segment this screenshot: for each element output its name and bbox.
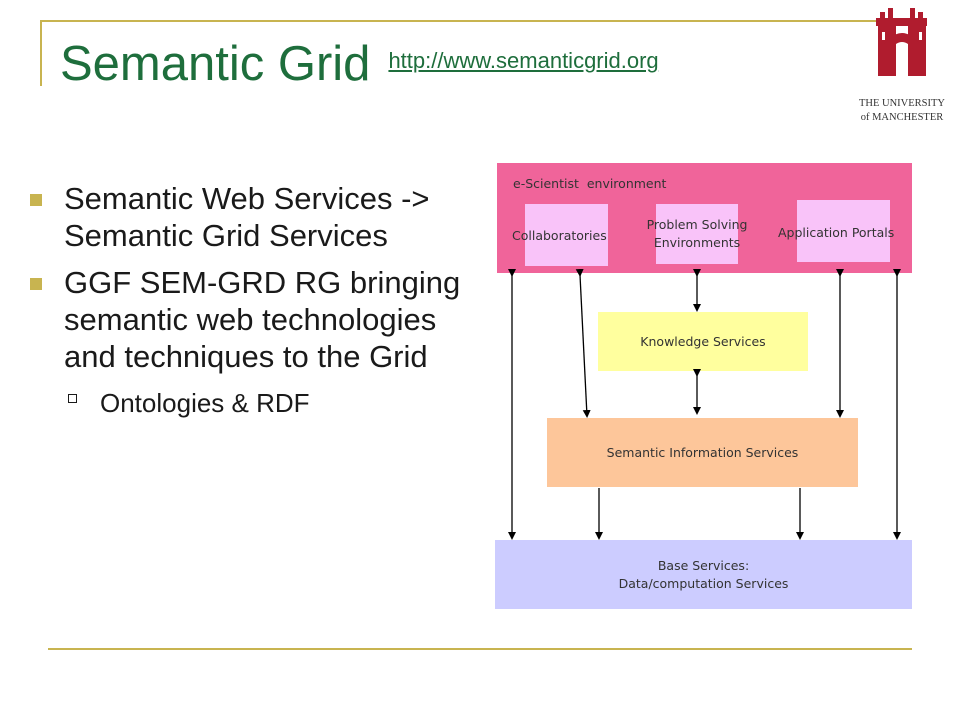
bullet-square-icon: [30, 278, 42, 290]
pse-line2: Environments: [653, 235, 741, 250]
left-rule: [40, 20, 42, 86]
pse-line1: Problem Solving: [646, 217, 748, 232]
application-portals-box: [797, 200, 890, 262]
bullet-text: GGF SEM-GRD RG bringing semantic web tec…: [64, 265, 461, 374]
sub-bullet-text: Ontologies & RDF: [100, 388, 310, 418]
semantic-information-services-box: Semantic Information Services: [547, 418, 858, 487]
base-services-box: Base Services: Data/computation Services: [495, 540, 912, 609]
logo-text-line2: of MANCHESTER: [861, 112, 944, 123]
bullet-square-icon: [30, 194, 42, 206]
base-services-line1: Base Services:: [657, 557, 750, 573]
top-rule: [40, 20, 895, 22]
problem-solving-box: [656, 204, 738, 264]
page-title: Semantic Grid http://www.semanticgrid.org: [60, 36, 659, 92]
escientist-label: e-Scientist environment: [513, 176, 667, 191]
title-text: Semantic Grid: [60, 37, 371, 91]
base-services-line2: Data/computation Services: [618, 575, 789, 591]
application-portals-label: Application Portals: [778, 225, 895, 240]
bullet-item: GGF SEM-GRD RG bringing semantic web tec…: [30, 264, 490, 375]
collaboratories-label: Collaboratories: [512, 228, 607, 243]
bottom-rule: [48, 648, 912, 650]
bullet-item: Semantic Web Services -> Semantic Grid S…: [30, 180, 490, 254]
logo-text-line1: THE UNIVERSITY: [859, 98, 945, 109]
sub-bullet-item: Ontologies & RDF: [30, 385, 490, 422]
problem-solving-label: Problem Solving Environments: [630, 216, 764, 252]
collaboratories-box: [525, 204, 608, 266]
university-logo: THE UNIVERSITY of MANCHESTER: [859, 8, 945, 123]
title-link[interactable]: http://www.semanticgrid.org: [388, 48, 659, 74]
bullet-list: Semantic Web Services -> Semantic Grid S…: [30, 180, 490, 432]
knowledge-services-box: Knowledge Services: [598, 312, 808, 371]
hollow-square-icon: [68, 394, 77, 403]
arrow-collab-semantic: [575, 268, 591, 418]
bullet-text: Semantic Web Services -> Semantic Grid S…: [64, 181, 430, 253]
